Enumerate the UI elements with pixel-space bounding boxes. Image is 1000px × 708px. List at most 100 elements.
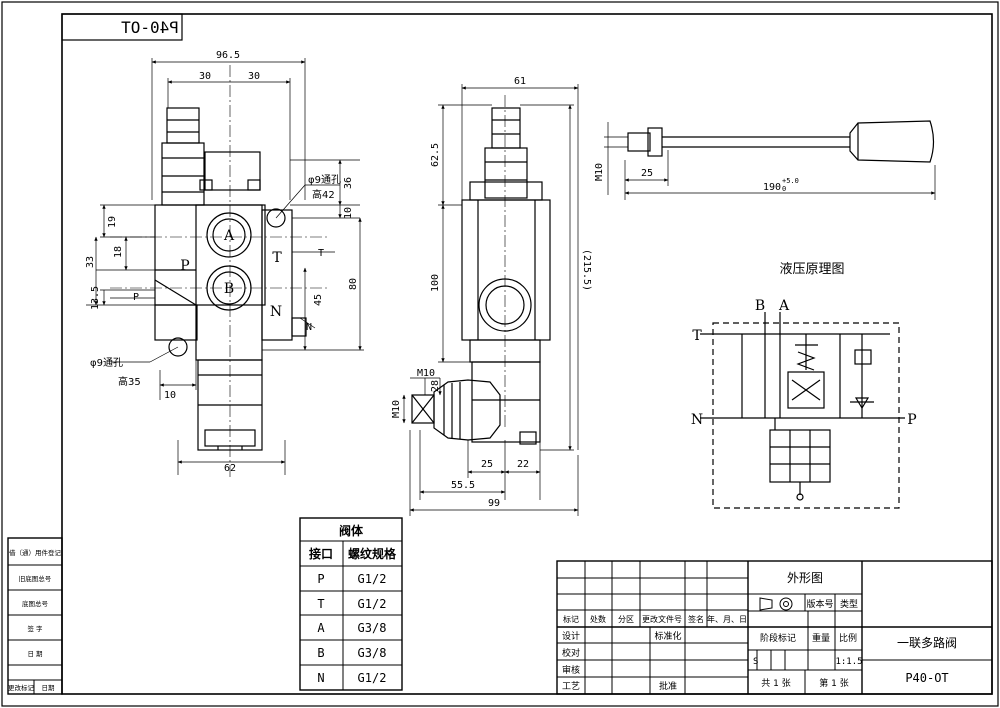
- dim-100: 100: [430, 274, 441, 292]
- dim-28: 28: [430, 380, 441, 392]
- version-label: 版本号: [806, 598, 833, 610]
- lead-p-label: P: [133, 292, 139, 303]
- front-view: [110, 65, 330, 480]
- port-table-cell: G1/2: [358, 572, 387, 586]
- port-table-cell: P: [317, 572, 324, 586]
- stage-value: S: [753, 657, 758, 667]
- left-strip-text: 借（通）用件登记 旧底图总号 底图总号 签 字 日 期 更改标记 日期: [8, 548, 62, 692]
- rev-header: 更改文件号: [642, 614, 682, 624]
- product-name: 一联多路阀: [897, 635, 957, 650]
- port-n-label: N: [270, 304, 282, 320]
- dim-lever-190: 190: [763, 182, 781, 193]
- dim-80: 80: [348, 278, 359, 290]
- strip-cell: 借（通）用件登记: [9, 548, 62, 557]
- port-p-label: P: [180, 258, 189, 274]
- inner-frame: [61, 13, 993, 695]
- approval-label: 批准: [659, 680, 677, 692]
- port-table-cell: B: [317, 646, 324, 660]
- dim-96-5: 96.5: [216, 50, 240, 61]
- role-label: 设计: [562, 630, 580, 642]
- dim-33: 33: [85, 256, 96, 268]
- role-label: 工艺: [562, 681, 580, 692]
- port-table-header-thread: 螺纹规格: [348, 546, 397, 561]
- side-dimensions: [402, 84, 579, 516]
- scale-label: 比例: [839, 632, 857, 644]
- port-table-cell: G1/2: [358, 597, 387, 611]
- port-table-cell: G1/2: [358, 671, 387, 685]
- standardization-label: 标准化: [654, 630, 681, 642]
- schematic-labels: B A T N P: [691, 298, 917, 428]
- schematic-title: 液压原理图: [779, 262, 844, 277]
- dim-m10-a: M10: [417, 368, 435, 379]
- port-table-header-port: 接口: [309, 546, 333, 561]
- front-labels: 96.5 30 30 φ9通孔 高42 36 10 80 45 19 18 33…: [85, 50, 359, 474]
- lever-dimensions: [604, 122, 936, 200]
- product-code: P40-OT: [905, 671, 948, 685]
- front-dimensions: [86, 58, 364, 475]
- rev-header: 分区: [618, 615, 634, 624]
- dim-10-top: 10: [343, 207, 354, 219]
- type-label: 类型: [840, 598, 858, 610]
- dim-215-5: (215.5): [581, 249, 592, 291]
- port-table-cell: T: [317, 597, 324, 611]
- dim-13-5: 13.5: [90, 286, 101, 310]
- side-labels: 61 62.5 100 (215.5) M10 28 M10 25 22 55.…: [391, 76, 592, 509]
- left-strip: [7, 537, 63, 695]
- port-table-cell: A: [317, 621, 325, 635]
- stage-label: 阶段标记: [760, 632, 796, 644]
- title-block: [556, 560, 993, 695]
- sheets-total: 共 1 张: [761, 678, 790, 689]
- dim-55-5: 55.5: [451, 480, 475, 491]
- dim-62: 62: [224, 463, 236, 474]
- lever-view: [627, 120, 935, 163]
- lead-t-label: T: [318, 248, 324, 259]
- hydraulic-schematic: [700, 312, 905, 509]
- dim-45: 45: [313, 294, 324, 306]
- hole-bottom-height: 高35: [118, 375, 141, 388]
- dim-22: 22: [517, 459, 529, 470]
- dim-lever-m10: M10: [594, 163, 605, 181]
- side-view: [411, 95, 551, 445]
- port-t-label: T: [272, 250, 282, 266]
- strip-bottom-cell: 日期: [42, 684, 56, 692]
- strip-bottom-cell: 更改标记: [8, 683, 35, 692]
- strip-cell: 签 字: [27, 624, 43, 633]
- lever-labels: M10 25 190 +5.0 0: [594, 163, 799, 193]
- dim-10-bottom: 10: [164, 390, 176, 401]
- dim-m10-b: M10: [391, 400, 402, 418]
- port-table-title: 阀体: [339, 523, 364, 538]
- port-a-label: A: [223, 228, 235, 244]
- rev-header: 处数: [590, 614, 606, 624]
- port-b-label: B: [224, 281, 234, 297]
- schematic-n-label: N: [691, 412, 703, 428]
- port-table: [299, 517, 403, 691]
- dim-25: 25: [481, 459, 493, 470]
- rev-header: 签名: [688, 614, 704, 624]
- rev-header: 年、月、日: [707, 614, 747, 624]
- dim-lever-tolerance-upper: +5.0: [782, 177, 799, 185]
- role-label: 审核: [562, 664, 580, 676]
- hole-bottom-label: φ9通孔: [90, 357, 123, 369]
- dim-19: 19: [107, 216, 118, 228]
- schematic-a-label: A: [778, 298, 790, 314]
- lead-n-label: N: [306, 322, 312, 333]
- strip-cell: 底图总号: [22, 599, 49, 608]
- port-table-cell: G3/8: [358, 621, 387, 635]
- hole-top-label: φ9通孔: [308, 174, 341, 186]
- scale-value: 1:1.5: [835, 657, 862, 667]
- dim-lever-tolerance-lower: 0: [782, 185, 786, 193]
- strip-cell: 日 期: [27, 650, 43, 658]
- dim-30-right: 30: [248, 71, 260, 82]
- schematic-b-label: B: [755, 298, 765, 314]
- dim-30-left: 30: [199, 71, 211, 82]
- port-table-cell: N: [317, 671, 324, 685]
- dim-61: 61: [514, 76, 526, 87]
- drawing-code-mirrored: P40-OT: [121, 18, 179, 37]
- port-table-text: 阀体 接口 螺纹规格 P G1/2 T G1/2 A G3/8 B G3/8 N…: [309, 523, 397, 685]
- rev-header: 标记: [563, 614, 579, 624]
- weight-label: 重量: [812, 632, 830, 644]
- dim-lever-25: 25: [641, 168, 653, 179]
- port-table-cell: G3/8: [358, 646, 387, 660]
